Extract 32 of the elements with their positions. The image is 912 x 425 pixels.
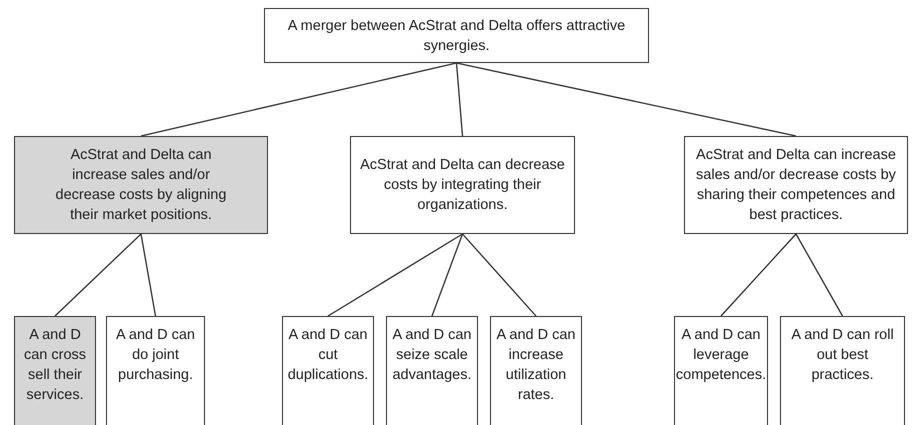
text-box <box>674 316 768 425</box>
text-box <box>684 136 908 234</box>
box-text: AcStrat and Delta can decrease costs by integrating their organizations. <box>359 156 566 215</box>
shaded-box <box>14 136 268 234</box>
text-box <box>350 136 575 234</box>
box-text: A and D can cut duplications. <box>287 326 369 385</box>
box-text: A merger between AcStrat and Delta offers attractive synergies. <box>286 16 626 56</box>
connector-line <box>720 234 796 316</box>
connector-line <box>795 234 844 316</box>
connector-line <box>431 234 464 316</box>
connector-line <box>462 234 536 316</box>
text-box <box>780 316 905 425</box>
box-text: A and D can roll out best practices. <box>790 326 895 385</box>
shaded-box <box>14 316 96 425</box>
connector-line <box>140 62 457 137</box>
text-box <box>490 316 582 425</box>
connector-line <box>456 62 464 136</box>
box-text: A and D can seize scale advantages. <box>391 326 472 385</box>
box-text: A and D can cross sell their services. <box>22 326 88 405</box>
box-text: A and D can leverage competences. <box>676 326 766 385</box>
text-box <box>386 316 478 425</box>
text-box <box>264 8 649 63</box>
text-box <box>282 316 374 425</box>
box-text: A and D can do joint purchasing. <box>115 326 196 385</box>
box-text: A and D can increase utilization rates. <box>496 326 576 405</box>
box-text: AcStrat and Delta can increase sales and/or decrease costs by aligning their market positions. <box>54 146 228 225</box>
connector-line <box>54 234 142 316</box>
connector-line <box>328 233 463 317</box>
text-box <box>106 316 205 425</box>
connector-line <box>140 234 156 316</box>
box-text: AcStrat and Delta can increase sales and/or decrease costs by sharing their competences and best practices. <box>695 146 897 225</box>
connector-line <box>456 62 796 137</box>
